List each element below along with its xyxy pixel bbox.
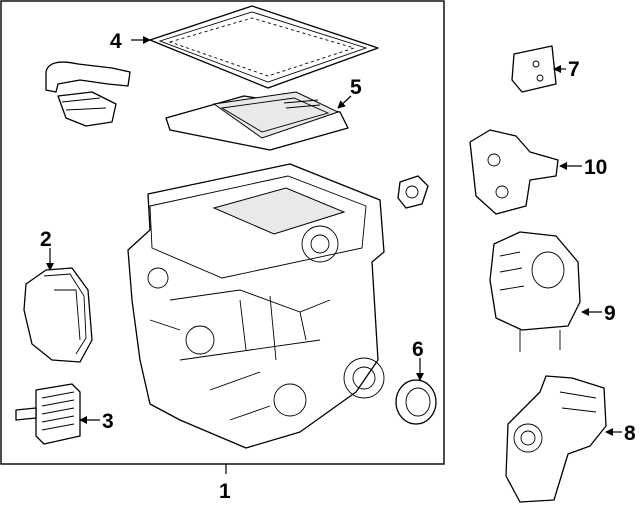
part-8-transmission-mount[interactable] (505, 375, 607, 503)
callout-7: 7 (568, 58, 580, 81)
part-1-transaxle-housing[interactable] (127, 163, 385, 449)
callout-10: 10 (584, 156, 607, 179)
part-3-oil-cooler[interactable] (15, 383, 81, 445)
callout-4: 4 (110, 30, 122, 53)
callout-5: 5 (350, 76, 362, 99)
wire-harness-bracket[interactable] (45, 61, 131, 127)
assembly-frame (0, 0, 445, 465)
part-7-bracket[interactable] (511, 45, 557, 93)
part-5-control-plate[interactable] (165, 91, 349, 151)
part-2-side-cover[interactable] (23, 267, 93, 363)
part-9-engine-mount[interactable] (489, 231, 581, 352)
part-4-cover[interactable] (149, 5, 379, 89)
callout-6: 6 (412, 338, 424, 361)
sensor-component[interactable] (397, 175, 429, 209)
callout-9: 9 (604, 302, 616, 325)
part-6-seal[interactable] (395, 379, 437, 425)
callout-1: 1 (219, 480, 231, 503)
part-10-mount-bracket[interactable] (469, 129, 559, 215)
callout-8: 8 (624, 422, 636, 445)
callout-3: 3 (102, 410, 114, 433)
callout-2: 2 (40, 228, 52, 251)
